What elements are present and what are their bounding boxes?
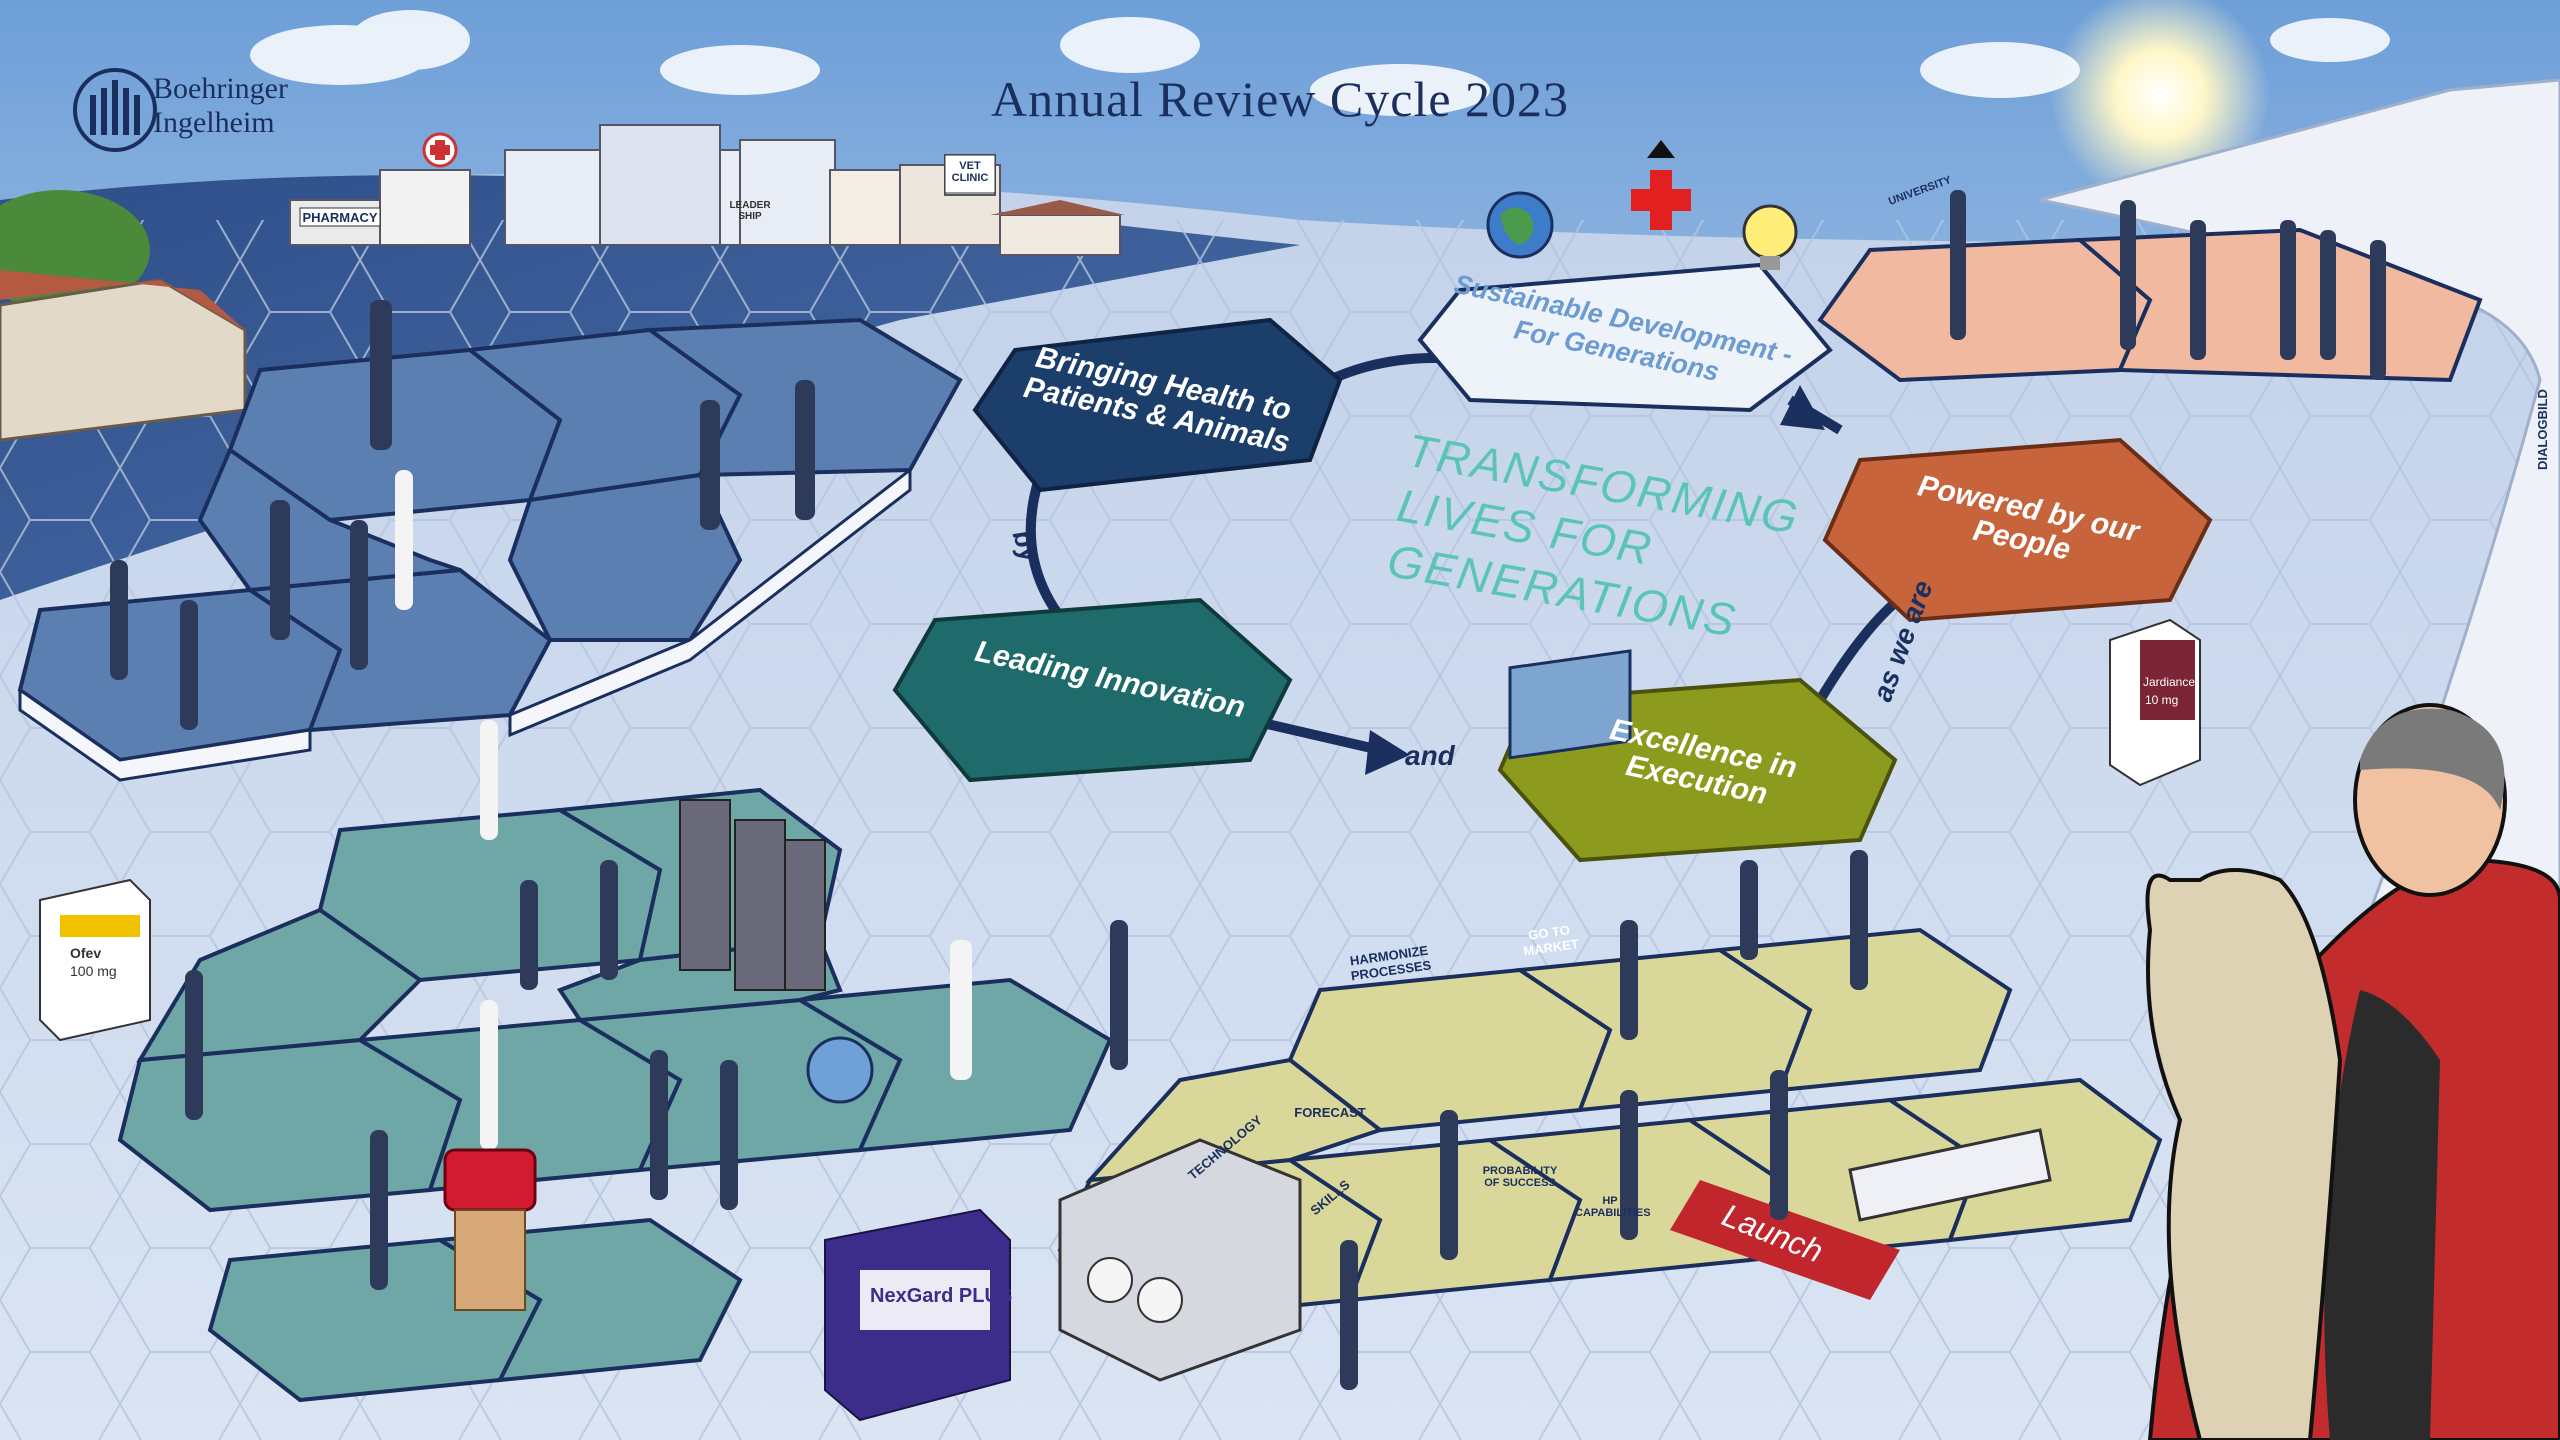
jardiance-dose: 10 mg [2145,693,2179,707]
credit-label: DIALOGBILD [2535,389,2550,470]
label-probability: PROBABILITY OF SUCCESS [1482,1165,1558,1189]
label-hp-capabilities: HP CAPABILITIES [1575,1195,1651,1219]
server-racks [679,799,826,991]
jardiance-name: Jardiance [2143,675,2196,689]
hex-bringing [972,317,1343,493]
page-title: Annual Review Cycle 2023 [990,71,1570,127]
platform-execution [1057,927,2163,1323]
brand-logo-icon [73,68,157,152]
nexgard-name: NexGard PLUS [870,1285,1013,1307]
label-forecast: FORECAST [1294,1105,1366,1120]
launch-carpet [1670,1180,1900,1300]
nexgard-box [824,1208,1011,1422]
pharmacy-sign-bg [299,207,381,227]
arrow-head-goal [1780,385,1825,430]
brand-line2: Ingelheim [153,106,275,139]
connector-and: and [1405,740,1455,771]
hex-people [1822,437,2213,623]
jardiance-box [2109,618,2201,787]
health-cross-icon [1631,170,1691,230]
platform-patients-edge [18,466,912,782]
arrow-head-and [1365,730,1410,775]
globe-icon-lower [806,1036,874,1104]
brand-line1: Boehringer [153,72,288,105]
vet-sign-bg [944,154,996,194]
ofev-dose: 100 mg [70,963,117,979]
vet-clinic-sign: VET CLINIC [951,160,989,184]
hex-leading [892,597,1293,783]
bioreactor [443,1148,537,1311]
billboard [1508,649,1632,760]
ofev-box [39,878,151,1042]
clouds [250,10,2390,116]
people-figures [110,190,2386,1390]
arrow-up-icon [1647,140,1675,158]
farm-barn [0,190,247,442]
pharmacy-sign: PHARMACY [302,210,378,225]
factory [1058,1138,1302,1382]
brand-name: Boehringer Ingelheim [153,72,288,140]
globe-land [1500,207,1534,245]
lightbulb-icon [1742,204,1798,270]
label-leadership: LEADER SHIP [729,200,771,222]
man-with-dog [2145,703,2560,1440]
hospital-bed [1848,1128,2052,1222]
ofev-name: Ofev [70,945,102,961]
